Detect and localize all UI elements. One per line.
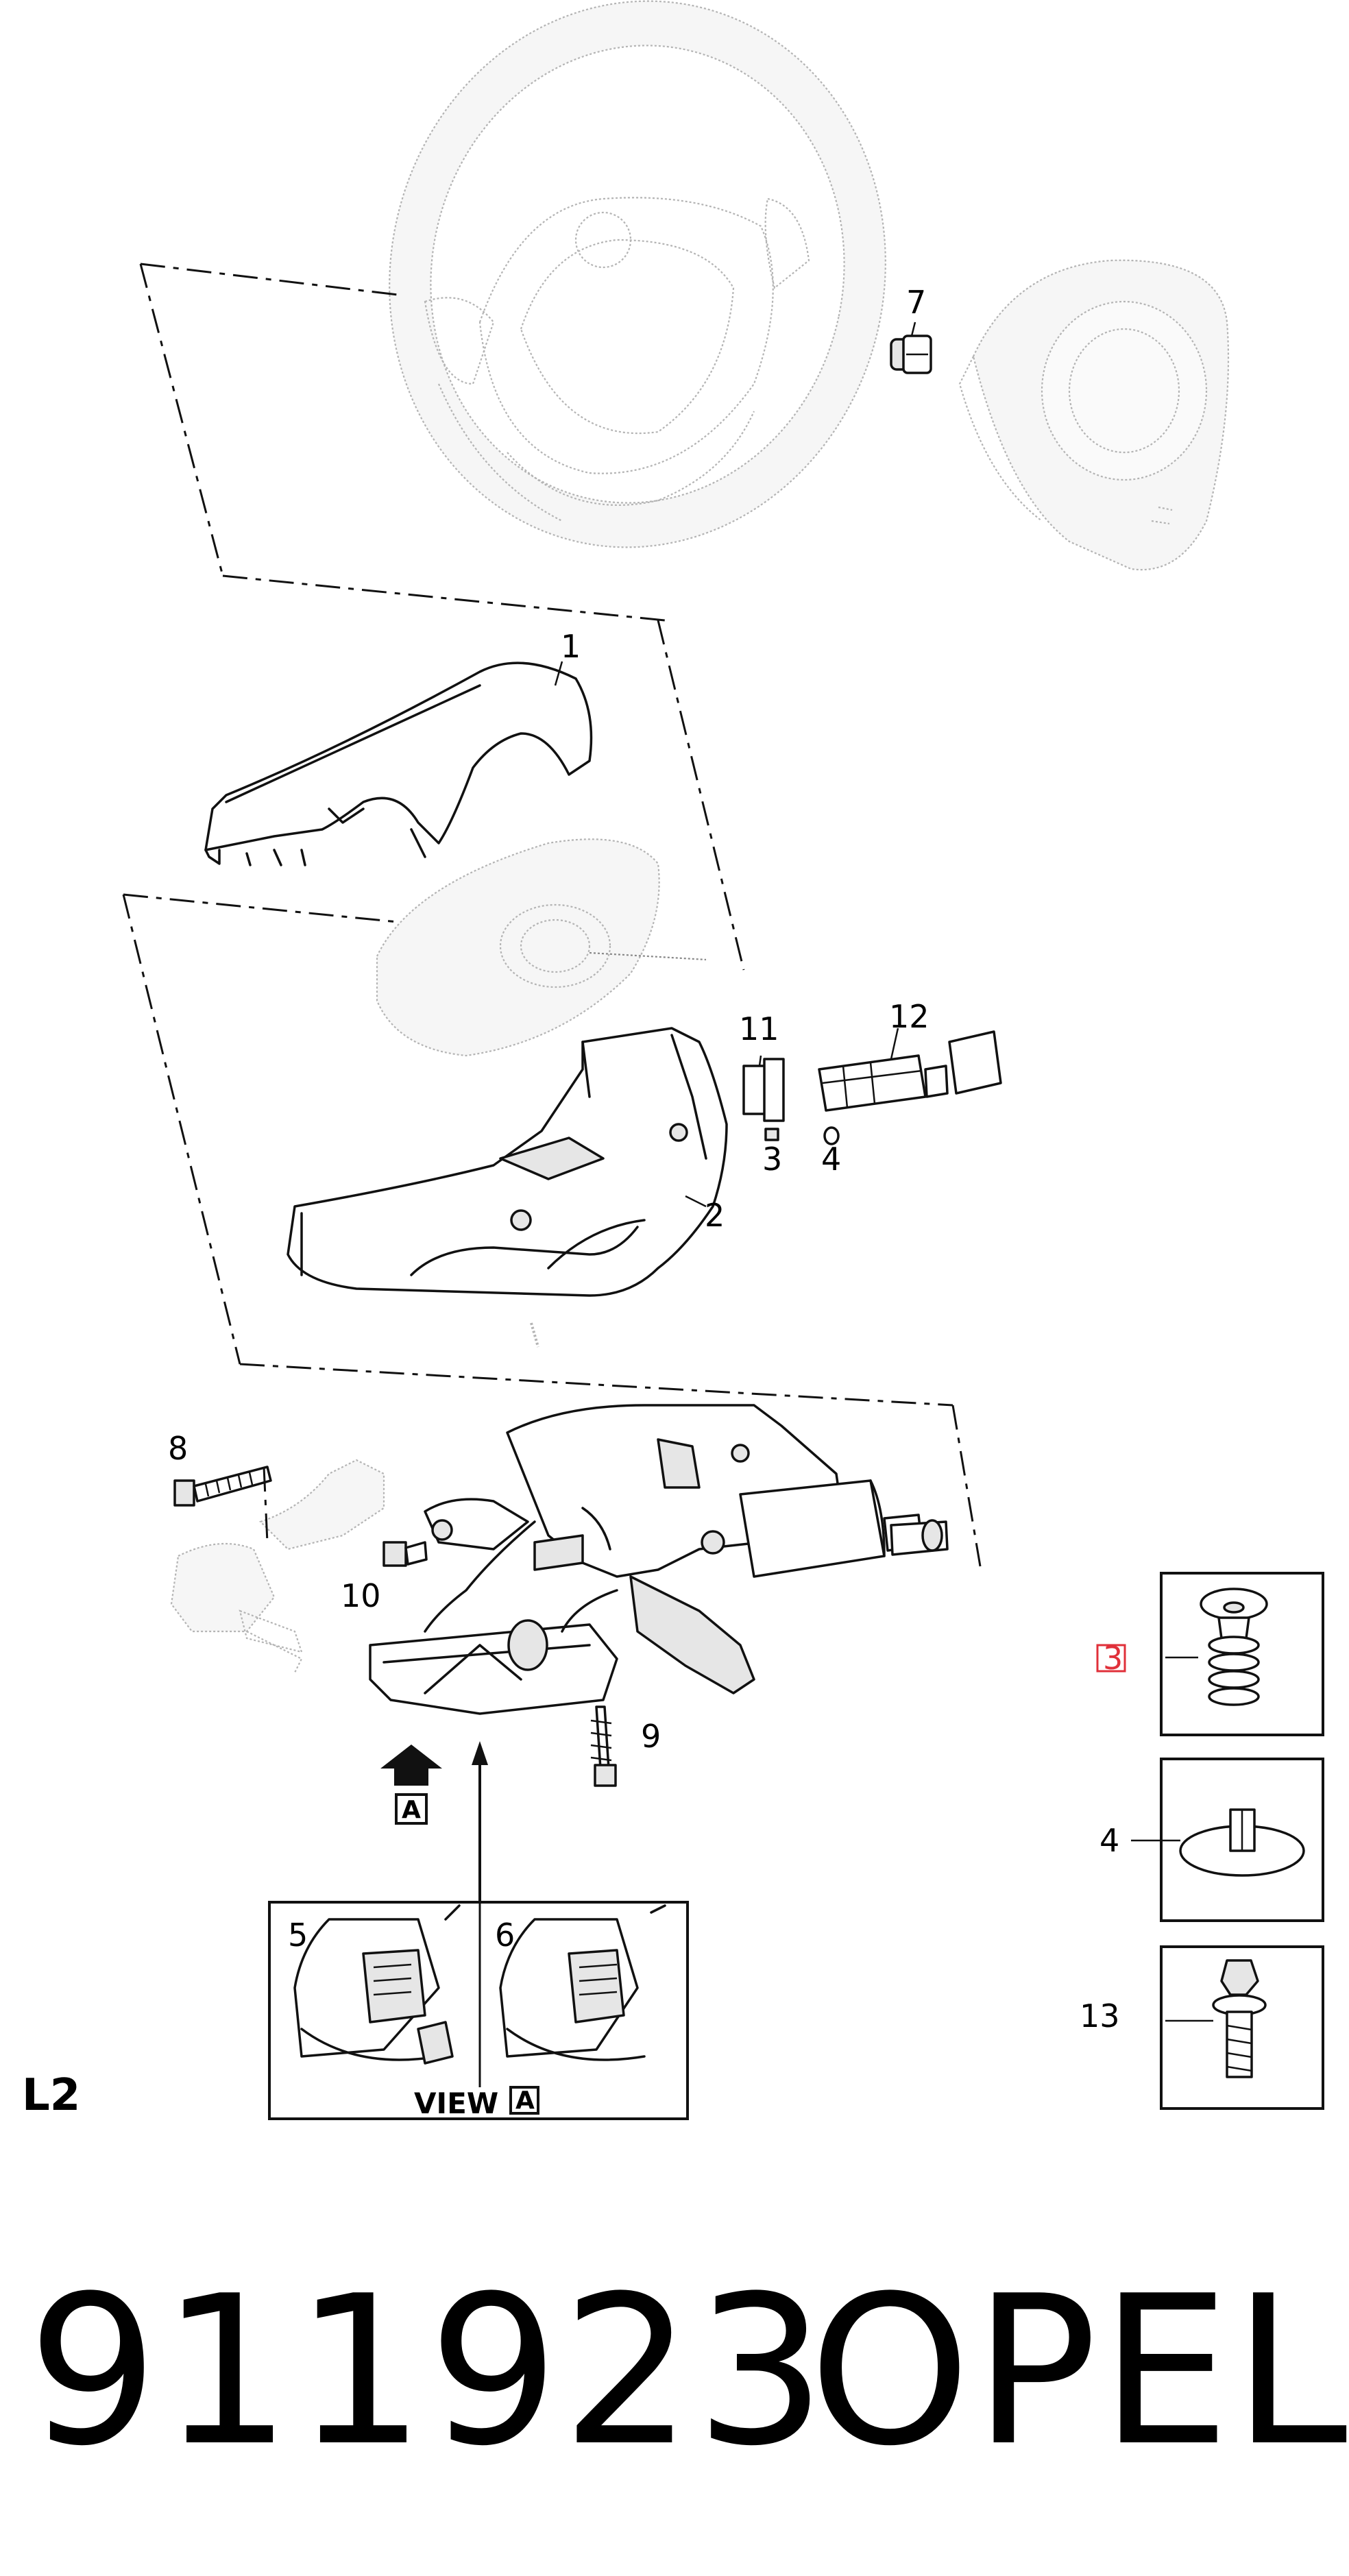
bolt-8	[173, 1466, 272, 1507]
side-detail-3	[1160, 1572, 1324, 1736]
callout-10: 10	[341, 1577, 381, 1614]
lock-cylinder-12	[818, 1030, 1002, 1112]
callout-12: 12	[889, 998, 929, 1035]
upper-column-cover-1	[204, 661, 593, 866]
small-part-4	[823, 1126, 840, 1145]
bolt-10	[382, 1541, 428, 1567]
brand-name: OPEL	[809, 2252, 1349, 2491]
bolt-9	[590, 1705, 617, 1787]
side-callout-13: 13	[1080, 1997, 1120, 2034]
lower-column-cover-2	[287, 1027, 728, 1297]
clock-spring	[376, 838, 707, 1057]
callout-8: 8	[168, 1430, 189, 1467]
part-number: 911923	[27, 2252, 829, 2491]
steering-column	[369, 1404, 949, 1715]
callout-6: 6	[495, 1917, 515, 1954]
callout-7: 7	[906, 284, 927, 321]
airbag-module	[958, 259, 1230, 571]
cap-11	[742, 1058, 785, 1122]
arrow-letter: A	[402, 1796, 421, 1824]
callout-4: 4	[821, 1141, 842, 1178]
side-callout-4: 4	[1099, 1822, 1120, 1859]
section-label: L2	[22, 2070, 81, 2121]
view-arrow	[380, 1745, 442, 1825]
callout-3: 3	[762, 1141, 783, 1178]
side-detail-4	[1131, 1758, 1324, 1922]
callout-9: 9	[641, 1718, 661, 1755]
side-detail-13	[1160, 1945, 1324, 2110]
callout-2: 2	[705, 1197, 725, 1234]
steering-wheel	[389, 0, 886, 548]
view-detail-box	[268, 1901, 689, 2120]
leader-lines	[554, 321, 916, 1208]
highlight-box-3	[1096, 1644, 1126, 1673]
callout-11: 11	[739, 1010, 779, 1047]
side-callout-3: 3	[1103, 1640, 1123, 1677]
intermediate-shaft	[170, 1459, 385, 1673]
small-part-3	[764, 1128, 779, 1141]
screw-7	[890, 335, 932, 374]
callout-1: 1	[561, 628, 581, 665]
view-label: VIEW	[414, 2087, 499, 2120]
view-letter: A	[515, 2087, 535, 2115]
callout-5: 5	[288, 1917, 308, 1954]
